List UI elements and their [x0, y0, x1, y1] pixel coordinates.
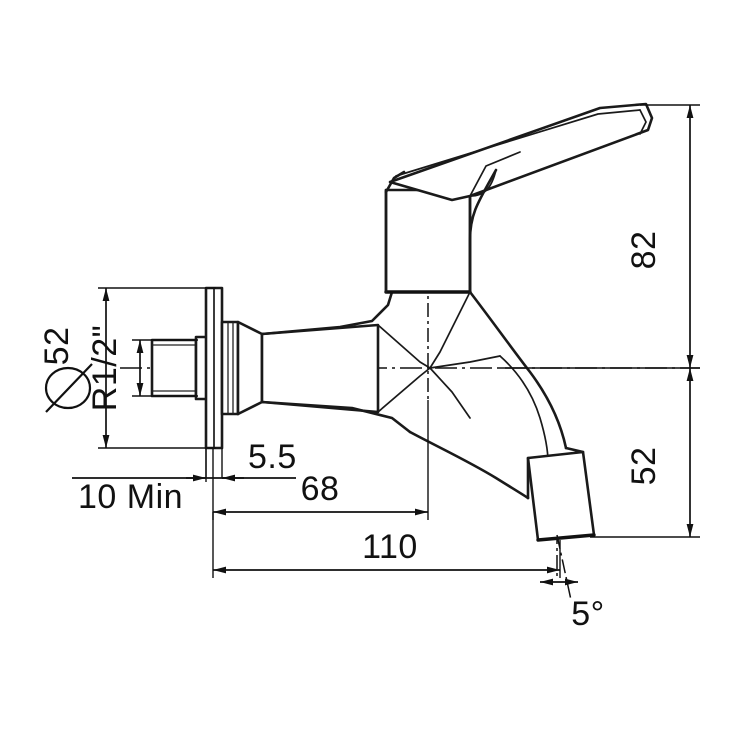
junction-right-facet: [429, 355, 501, 369]
dimension-length-110: 110: [212, 512, 561, 578]
dimension-label-angle-5: 5°: [571, 595, 605, 633]
spout-inner-crease: [499, 355, 549, 463]
dimension-label-thread-r12: R1/2": [86, 325, 124, 411]
outlet-nozzle: [526, 450, 596, 542]
junction-upper-left-facet: [377, 324, 431, 369]
lever-stem-right: [468, 168, 498, 294]
spout-outer-curve: [468, 290, 568, 450]
dimension-label-length-110: 110: [362, 528, 418, 566]
lever-top-edge-highlight: [395, 109, 641, 177]
junction-lower-left-facet: [377, 367, 431, 413]
junction-upper-right-facet: [429, 291, 471, 369]
dimension-label-diameter-52: 52: [38, 327, 76, 366]
dimension-diameter-52: 52: [38, 287, 216, 449]
dimension-flange-5-5: 5.5: [186, 438, 297, 482]
lever-underside-crease: [469, 151, 521, 197]
body-top-profile: [260, 290, 394, 336]
dimension-thread-r12: R1/2": [86, 325, 198, 411]
body-shank: [260, 323, 380, 414]
dimension-label-wall-10-min: 10 Min: [78, 478, 183, 516]
inlet-thread-nipple: [150, 338, 198, 398]
body-bottom-profile: [260, 400, 412, 434]
lever-tip-fold: [639, 109, 647, 135]
dimension-label-height-82: 82: [625, 231, 663, 270]
diameter-symbol-icon: [44, 366, 92, 410]
dimension-label-length-68: 68: [301, 470, 340, 508]
dimension-label-flange-5-5: 5.5: [248, 438, 297, 476]
dimension-length-68: 68: [212, 400, 429, 520]
faucet-body-group: [150, 102, 654, 542]
junction-lower-right-facet: [429, 367, 471, 419]
diameter-symbol-slash: [45, 363, 93, 413]
nozzle-right-shoulder: [564, 446, 585, 454]
nozzle-outlet-face: [536, 533, 596, 542]
spout-lower-curve: [408, 430, 530, 500]
dimension-label-height-52: 52: [625, 447, 663, 486]
lever-handle: [388, 102, 654, 202]
angle-reference-axis: [556, 534, 572, 601]
dimension-height-82: 82: [500, 104, 700, 369]
dimension-height-52: 52: [590, 368, 700, 538]
body-taper-cone: [236, 320, 264, 416]
valve-bonnet: [384, 188, 472, 294]
diameter-symbol-group: [44, 363, 93, 413]
nozzle-top-seam: [527, 451, 584, 459]
dimension-angle-5: 5°: [540, 534, 605, 633]
collar-ring-outer: [220, 320, 240, 416]
